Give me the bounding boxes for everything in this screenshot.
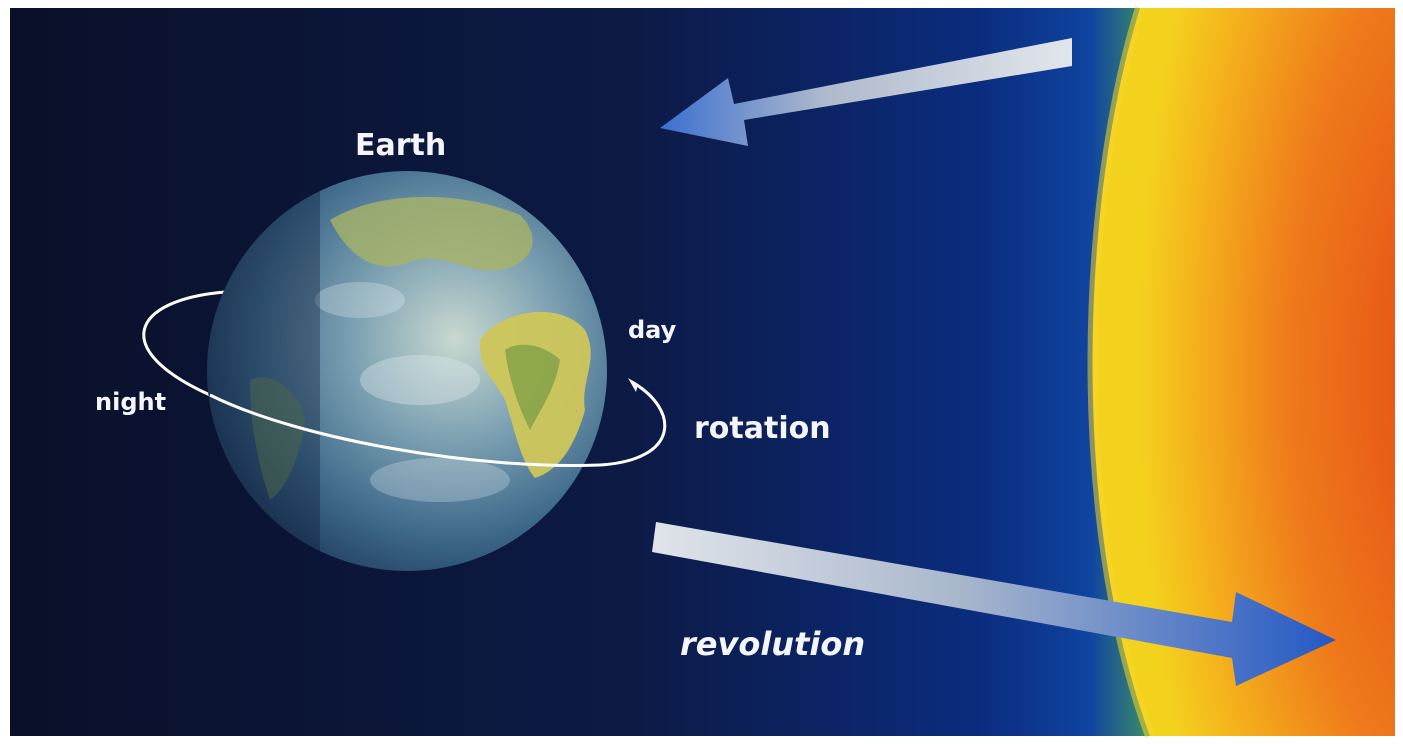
sun-limb xyxy=(1087,6,1155,738)
eurasia-landmass xyxy=(330,196,533,271)
cloud-band xyxy=(360,355,480,405)
night-label: night xyxy=(95,388,166,416)
revolution-arrow xyxy=(652,522,1336,686)
americas-landmass xyxy=(250,377,305,500)
rotation-orbit-front xyxy=(209,380,667,467)
cloud-band xyxy=(370,458,510,502)
revolution-label: revolution xyxy=(680,625,865,663)
sun xyxy=(1092,8,1395,736)
upper-orbit-arrow xyxy=(660,38,1072,146)
day-label: day xyxy=(628,316,677,344)
cloud-band xyxy=(315,282,405,318)
rotation-arrowhead xyxy=(628,378,638,392)
earth xyxy=(207,171,607,571)
rotation-label: rotation xyxy=(694,411,831,446)
earth-label: Earth xyxy=(355,128,446,163)
earth-ocean xyxy=(207,171,607,571)
africa-interior xyxy=(505,344,560,430)
rotation-orbit-back xyxy=(142,290,226,397)
